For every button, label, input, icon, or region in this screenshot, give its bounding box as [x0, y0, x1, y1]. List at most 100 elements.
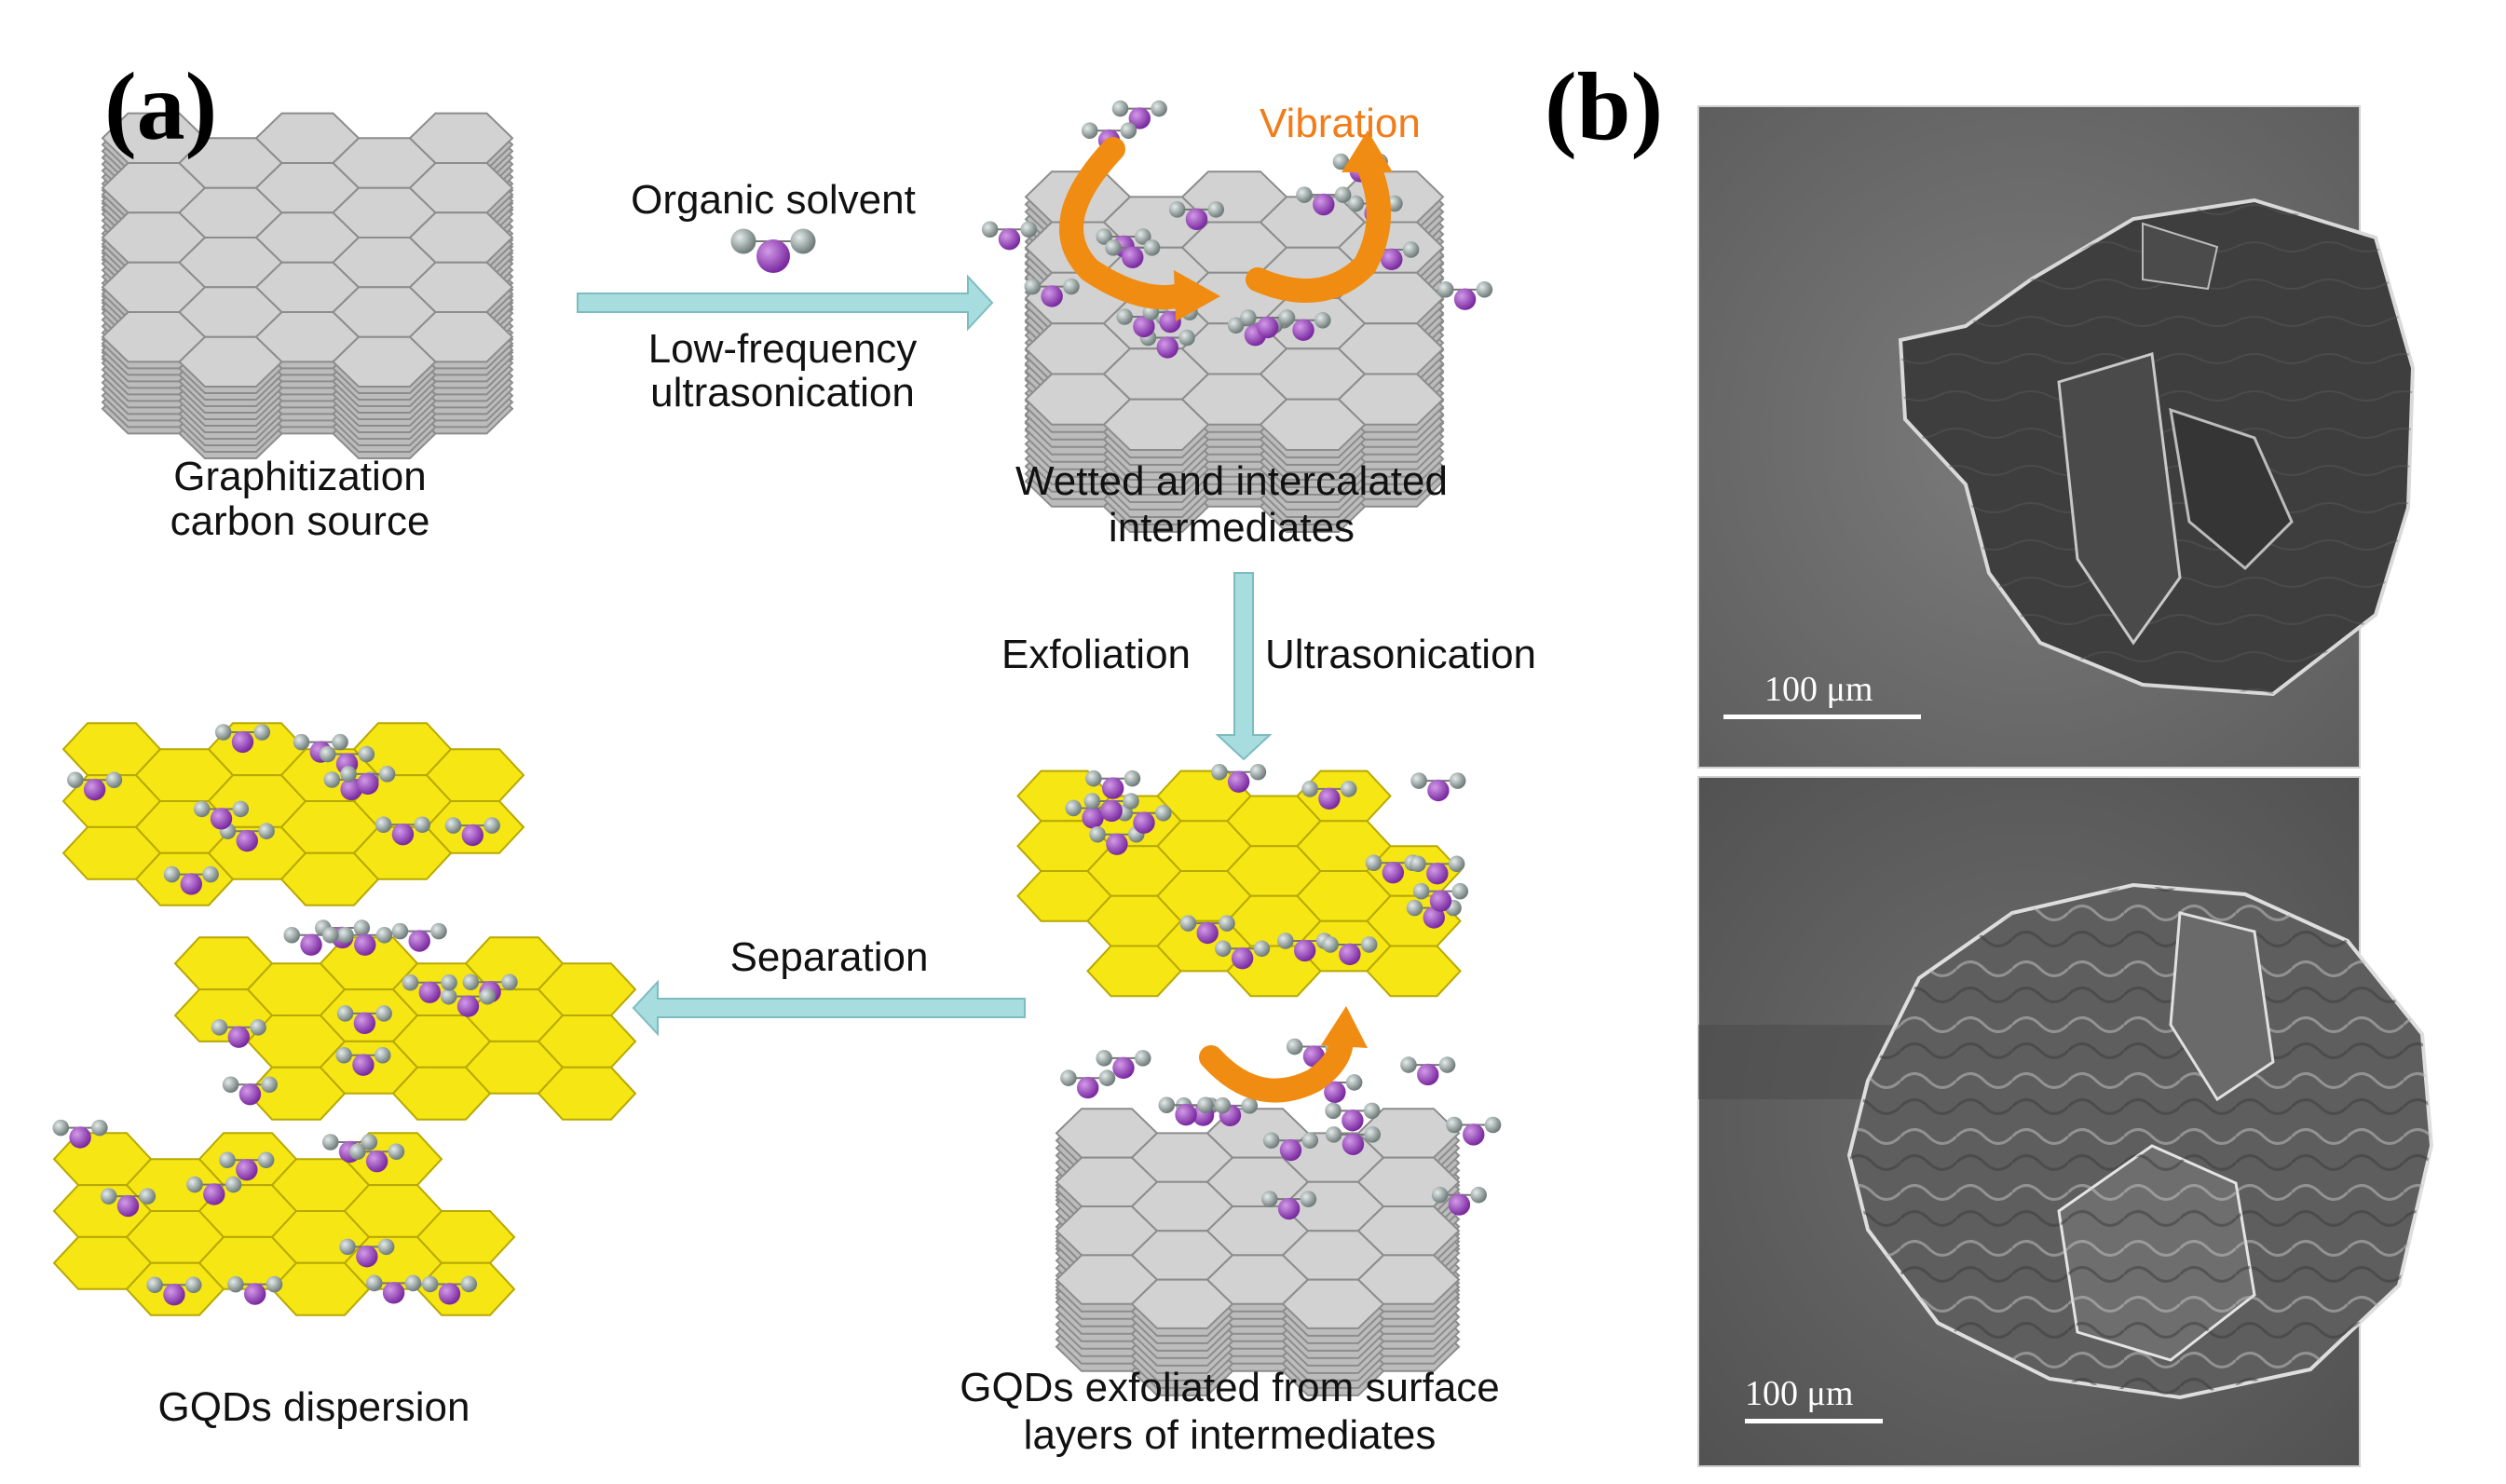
- side-atom: [1332, 153, 1350, 170]
- gqds-exfoliated-label: GQDs exfoliated from surface: [960, 1365, 1500, 1410]
- core-atom: [69, 1126, 91, 1149]
- solvent-molecule: [1105, 239, 1161, 268]
- side-atom: [391, 922, 409, 940]
- side-atom: [1085, 769, 1102, 787]
- side-atom: [1446, 1116, 1463, 1134]
- solvent-molecule: [1083, 793, 1139, 823]
- side-atom: [349, 1143, 366, 1161]
- core-atom: [83, 778, 106, 801]
- core-atom: [1293, 939, 1316, 962]
- graphics-layer: [52, 100, 1502, 1396]
- side-atom: [319, 745, 336, 763]
- wetted-label: Wetted and intercalated: [1015, 458, 1448, 504]
- ultrasonication-label-1: ultrasonication: [650, 370, 915, 415]
- core-atom: [1100, 799, 1123, 823]
- solvent-molecule: [214, 724, 271, 754]
- core-atom: [1041, 285, 1063, 307]
- core-atom: [1277, 1197, 1301, 1220]
- core-atom: [340, 778, 362, 801]
- solvent-molecule: [1325, 1102, 1381, 1132]
- core-atom: [1256, 316, 1279, 339]
- solvent-molecule: [146, 1276, 202, 1306]
- core-atom: [1381, 248, 1403, 271]
- side-atom: [378, 766, 396, 783]
- core-atom: [1106, 833, 1128, 855]
- side-atom: [441, 973, 457, 991]
- intercalated-molecules: [981, 100, 1493, 359]
- solvent-molecule: [1158, 1096, 1214, 1126]
- side-atom: [1063, 278, 1080, 295]
- flake: [2169, 407, 2294, 571]
- solvent-molecule: [1262, 1132, 1319, 1162]
- side-atom: [1151, 100, 1167, 117]
- core-atom: [1427, 779, 1450, 802]
- core-atom: [1128, 107, 1151, 129]
- side-atom: [375, 816, 392, 834]
- core-atom: [756, 239, 790, 273]
- side-atom: [1120, 122, 1137, 139]
- side-atom: [250, 1019, 266, 1036]
- sem-image-bottom: [1697, 776, 2434, 1467]
- solvent-molecule: [193, 800, 250, 830]
- solvent-molecule: [1365, 854, 1421, 884]
- core-atom: [1342, 1110, 1364, 1132]
- core-atom: [1231, 947, 1254, 970]
- graphitization-label: Graphitization: [173, 454, 427, 499]
- side-atom: [1179, 915, 1197, 932]
- solvent-molecule: [1168, 201, 1225, 230]
- solvent-molecule: [1431, 1186, 1487, 1216]
- solvent-molecule: [52, 1119, 108, 1149]
- sem-top-scale-bar: 100 μm: [1723, 663, 1921, 719]
- side-atom: [193, 800, 211, 818]
- solvent-molecule: [67, 771, 123, 801]
- core-atom: [1313, 193, 1335, 216]
- side-atom: [1081, 122, 1098, 139]
- side-atom: [1158, 1096, 1176, 1114]
- hexagon: [537, 1066, 637, 1121]
- side-atom: [336, 1005, 354, 1022]
- side-atom: [232, 800, 250, 818]
- solvent-molecule: [1096, 1050, 1151, 1080]
- side-atom: [375, 927, 393, 944]
- fold-texture: [2059, 1146, 2254, 1360]
- core-atom: [180, 873, 202, 895]
- side-atom: [184, 1276, 202, 1294]
- side-atom: [366, 1274, 383, 1292]
- core-atom: [243, 1283, 266, 1305]
- core-atom: [1279, 1138, 1302, 1162]
- solvent-molecule: [444, 817, 500, 847]
- side-atom: [1438, 1056, 1456, 1073]
- side-atom: [1240, 309, 1257, 326]
- core-atom: [1112, 1056, 1135, 1080]
- side-atom: [1262, 1132, 1280, 1149]
- core-atom: [1453, 288, 1477, 310]
- carbon-source-label: carbon source: [170, 498, 430, 544]
- intermediates-label: intermediates: [1108, 505, 1355, 551]
- core-atom: [300, 933, 322, 956]
- side-atom: [1096, 228, 1113, 245]
- arrow-shape: [632, 979, 1026, 1037]
- core-atom: [408, 930, 430, 952]
- side-atom: [1207, 201, 1225, 218]
- vibration-arrow-right: [1246, 130, 1393, 303]
- sheet-3-molecules: [52, 1119, 478, 1306]
- side-atom: [283, 927, 300, 944]
- vibration-label: Vibration: [1260, 101, 1421, 146]
- core-atom: [391, 823, 415, 846]
- core-atom: [1292, 319, 1314, 341]
- core-atom: [356, 1246, 378, 1268]
- core-atom: [1077, 1076, 1099, 1099]
- side-atom: [1219, 915, 1235, 932]
- arrow-to-intermediates: [577, 274, 994, 332]
- side-atom: [1124, 769, 1141, 787]
- side-atom: [1363, 1102, 1381, 1120]
- side-atom: [293, 733, 310, 751]
- sheet-2-molecules: [211, 919, 518, 1106]
- core-atom: [1324, 1081, 1346, 1104]
- side-atom: [1470, 1186, 1487, 1204]
- core-atom: [418, 981, 442, 1003]
- side-atom: [1096, 1050, 1112, 1067]
- ultrasonication-label-2: Ultrasonication: [1265, 632, 1537, 677]
- solvent-molecule: [283, 927, 339, 956]
- solvent-molecule: [211, 1019, 266, 1048]
